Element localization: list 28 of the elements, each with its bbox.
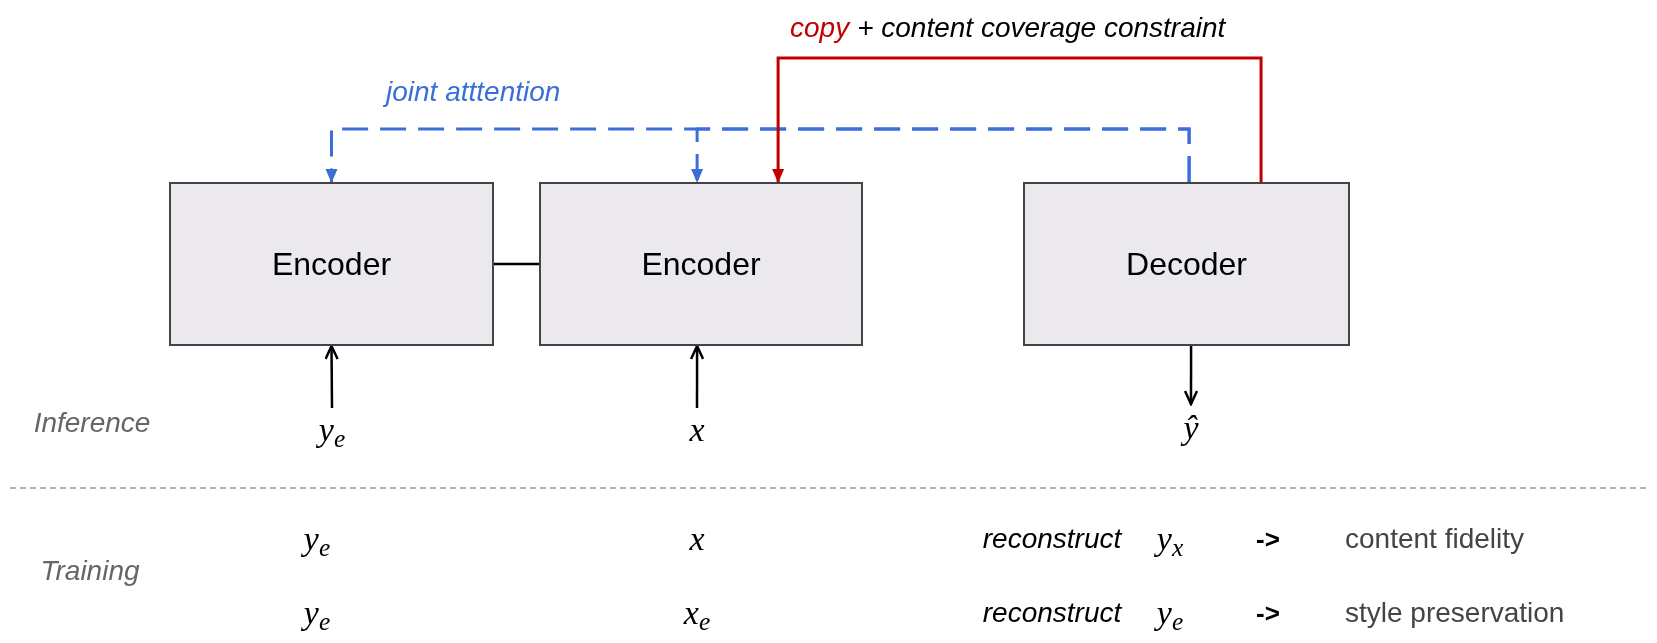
outcome-label: style preservation (1345, 599, 1565, 627)
arrow (691, 127, 1191, 183)
arrow (772, 56, 1263, 183)
process-box: Encoder (539, 182, 863, 346)
connector-line (494, 262, 539, 266)
step-label: reconstruct (982, 525, 1122, 553)
step-label: reconstruct (982, 599, 1122, 627)
process-box: Encoder (169, 182, 494, 346)
math-symbol: y$_{e}$ (307, 408, 357, 452)
annotation-text: + content coverage constraint (857, 11, 1226, 45)
math-symbol: y$_{e}$ (303, 522, 331, 556)
math-symbol: ŷ (1166, 404, 1216, 452)
outcome-label: content fidelity (1345, 525, 1524, 553)
edge-label: copy (790, 11, 850, 45)
math-symbol: y$_{e}$ (303, 596, 331, 630)
math-symbol: x$_{e}$ (683, 596, 711, 630)
arrow (689, 344, 705, 408)
arrow (1183, 346, 1199, 406)
math-symbol: y$_{e}$ (1156, 596, 1184, 630)
math-symbol: x (689, 522, 705, 556)
math-symbol: y$_{x}$ (1156, 522, 1184, 556)
row-label: Inference (33, 409, 151, 437)
arrow-glyph: -> (1256, 600, 1280, 626)
arrow-glyph: -> (1256, 526, 1280, 552)
process-box: Decoder (1023, 182, 1350, 346)
math-symbol: x (672, 408, 722, 452)
arrow (324, 344, 339, 408)
row-label: Training (40, 557, 140, 585)
